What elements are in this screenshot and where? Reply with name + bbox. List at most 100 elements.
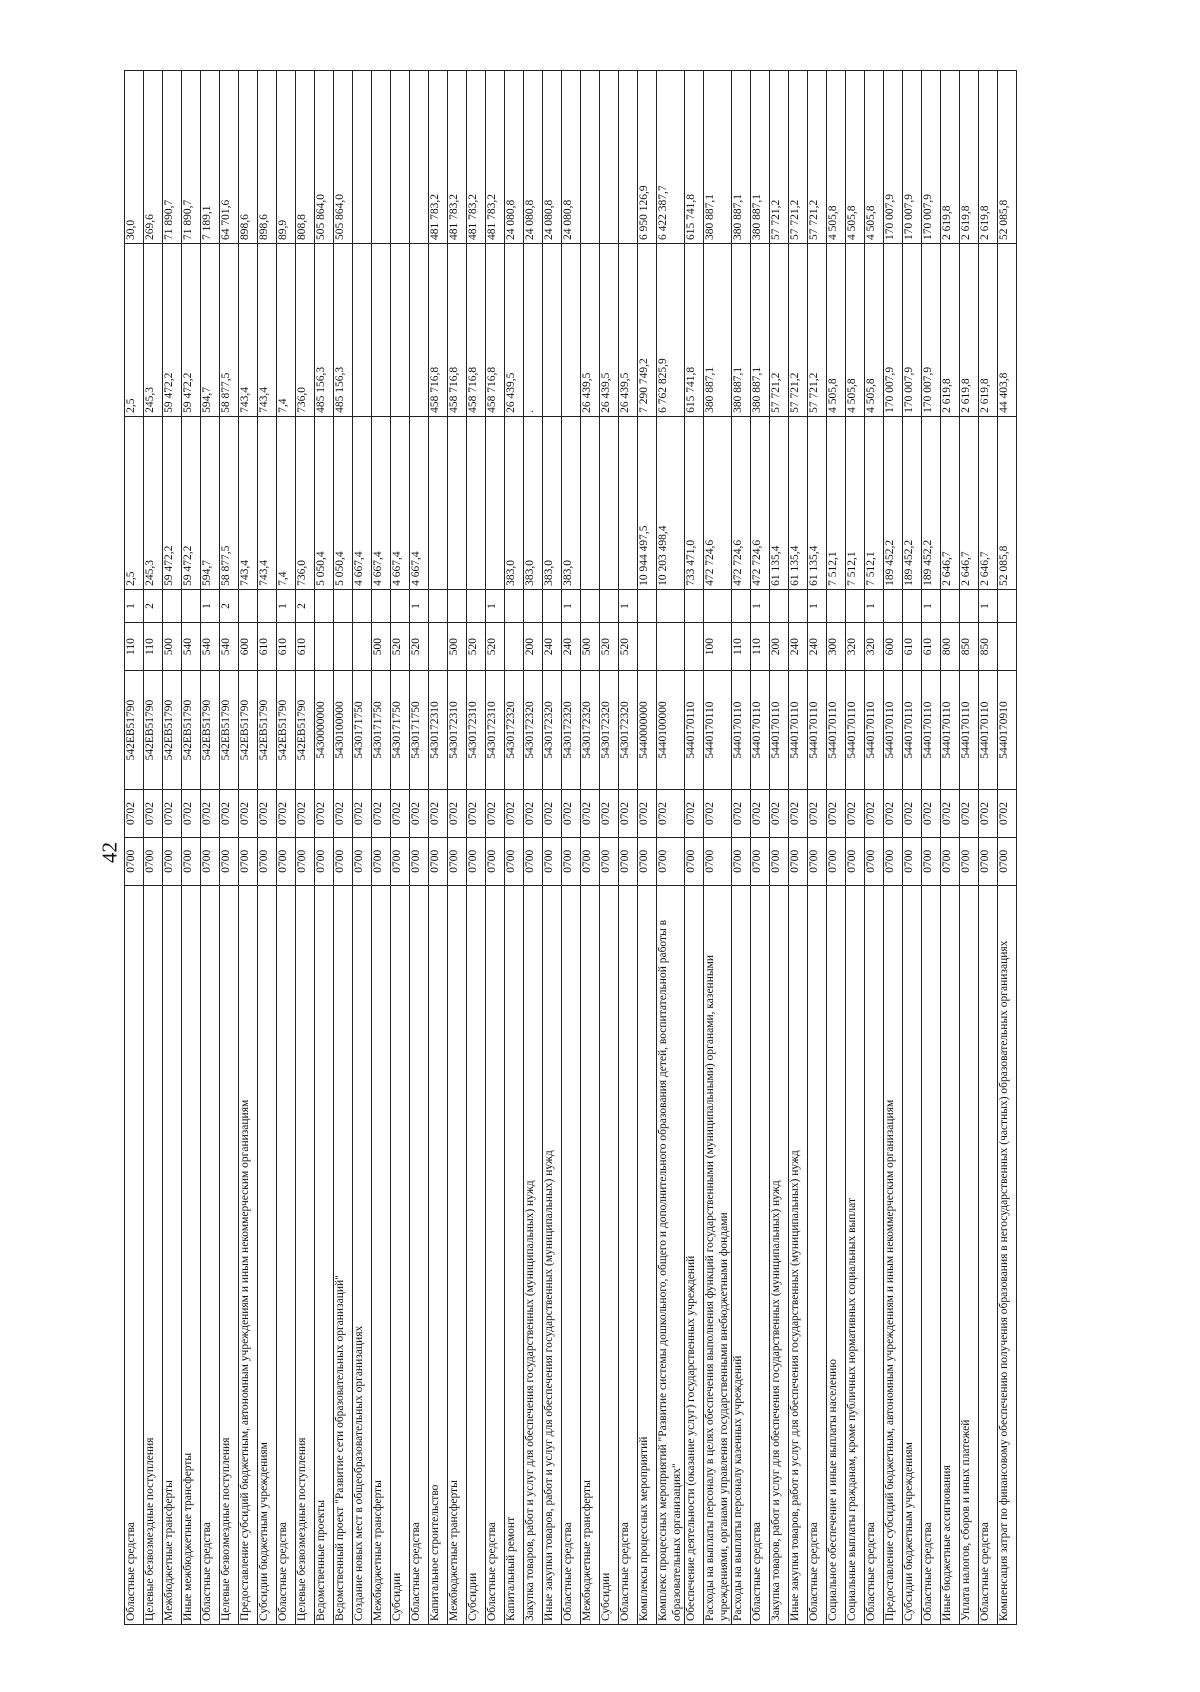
section-code-cell: 0700 <box>238 837 258 886</box>
table-row: Иные закупки товаров, работ и услуг для … <box>788 70 808 1625</box>
amount-year3-cell: 57 721,2 <box>807 70 827 244</box>
amount-year2-cell <box>561 243 581 417</box>
amount-year1-cell: 472 724,6 <box>750 416 770 590</box>
amount-year1-cell: 2 646,7 <box>959 416 979 590</box>
amount-year3-cell: 4 505,8 <box>864 70 884 244</box>
target-article-cell: 5440170910 <box>997 670 1017 790</box>
amount-year1-cell <box>599 416 619 590</box>
expense-type-cell: 240 <box>561 622 581 671</box>
expense-type-cell: 520 <box>390 622 410 671</box>
target-article-cell: 5440170110 <box>902 670 922 790</box>
amount-year1-cell: 383,0 <box>561 416 581 590</box>
target-article-cell: 542EB51790 <box>162 670 182 790</box>
amount-year1-cell: 4 667,4 <box>371 416 391 590</box>
target-article-cell: 5430172320 <box>618 670 638 790</box>
amount-year1-cell: 472 724,6 <box>703 416 732 590</box>
expense-type-cell <box>428 622 448 671</box>
section-code-cell: 0700 <box>883 837 903 886</box>
source-code-cell <box>826 589 846 623</box>
expense-type-cell: 100 <box>703 622 732 671</box>
subsection-code-cell: 0702 <box>788 789 808 838</box>
item-name-cell: Иные закупки товаров, работ и услуг для … <box>788 885 808 1625</box>
subsection-code-cell: 0702 <box>447 789 467 838</box>
subsection-code-cell: 0702 <box>826 789 846 838</box>
item-name-cell: Ведомственные проекты <box>314 885 334 1625</box>
section-code-cell: 0700 <box>181 837 201 886</box>
amount-year3-cell: 170 007,9 <box>883 70 903 244</box>
item-name-cell: Областные средства <box>561 885 581 1625</box>
expense-type-cell: 520 <box>485 622 505 671</box>
table-row: Создание новых мест в общеобразовательны… <box>352 70 372 1625</box>
amount-year2-cell: 4 505,8 <box>826 243 846 417</box>
source-code-cell <box>769 589 789 623</box>
expense-type-cell: 610 <box>295 622 315 671</box>
amount-year1-cell: 189 452,2 <box>921 416 941 590</box>
subsection-code-cell: 0702 <box>959 789 979 838</box>
amount-year1-cell: 2 646,7 <box>978 416 998 590</box>
target-article-cell: 5440170110 <box>959 670 979 790</box>
expense-type-cell: 520 <box>618 622 638 671</box>
amount-year2-cell: 26 439,5 <box>504 243 524 417</box>
amount-year3-cell: 505 864,0 <box>314 70 334 244</box>
amount-year1-cell <box>618 416 638 590</box>
item-name-cell: Областные средства <box>750 885 770 1625</box>
amount-year2-cell: 26 439,5 <box>599 243 619 417</box>
amount-year2-cell <box>371 243 391 417</box>
expense-type-cell <box>314 622 334 671</box>
section-code-cell: 0700 <box>618 837 638 886</box>
expense-type-cell: 520 <box>466 622 486 671</box>
subsection-code-cell: 0702 <box>618 789 638 838</box>
section-code-cell: 0700 <box>295 837 315 886</box>
amount-year1-cell <box>485 416 505 590</box>
expense-type-cell: 610 <box>257 622 277 671</box>
source-code-cell <box>390 589 410 623</box>
amount-year1-cell: 2 646,7 <box>940 416 960 590</box>
subsection-code-cell: 0702 <box>561 789 581 838</box>
section-code-cell: 0700 <box>826 837 846 886</box>
expense-type-cell: 240 <box>788 622 808 671</box>
source-code-cell: 1 <box>750 589 770 623</box>
amount-year3-cell: 64 701,6 <box>219 70 239 244</box>
source-code-cell: 1 <box>485 589 505 623</box>
section-code-cell: 0700 <box>997 837 1017 886</box>
amount-year1-cell: 743,4 <box>257 416 277 590</box>
target-article-cell: 5430172320 <box>599 670 619 790</box>
subsection-code-cell: 0702 <box>219 789 239 838</box>
item-name-cell: Областные средства <box>485 885 505 1625</box>
section-code-cell: 0700 <box>124 837 144 886</box>
source-code-cell <box>902 589 922 623</box>
section-code-cell: 0700 <box>921 837 941 886</box>
amount-year3-cell: 2 619,8 <box>959 70 979 244</box>
amount-year2-cell: 58 877,5 <box>219 243 239 417</box>
source-code-cell <box>731 589 751 623</box>
source-code-cell: 1 <box>807 589 827 623</box>
target-article-cell: 542EB51790 <box>124 670 144 790</box>
amount-year2-cell: 59 472,2 <box>162 243 182 417</box>
item-name-cell: Комплексы процессных мероприятий <box>637 885 657 1625</box>
target-article-cell: 5430171750 <box>371 670 391 790</box>
subsection-code-cell: 0702 <box>276 789 296 838</box>
expense-type-cell <box>656 622 685 671</box>
amount-year1-cell: 189 452,2 <box>902 416 922 590</box>
item-name-cell: Областные средства <box>807 885 827 1625</box>
source-code-cell: 2 <box>295 589 315 623</box>
item-name-cell: Капитальное строительство <box>428 885 448 1625</box>
expense-type-cell: 320 <box>845 622 865 671</box>
source-code-cell <box>703 589 732 623</box>
subsection-code-cell: 0702 <box>769 789 789 838</box>
amount-year2-cell: 380 887,1 <box>750 243 770 417</box>
table-row: Социальное обеспечение и иные выплаты на… <box>826 70 846 1625</box>
target-article-cell: 542EB51790 <box>181 670 201 790</box>
amount-year3-cell <box>352 70 372 244</box>
item-name-cell: Областные средства <box>200 885 220 1625</box>
section-code-cell: 0700 <box>409 837 429 886</box>
section-code-cell: 0700 <box>371 837 391 886</box>
target-article-cell: 5430172310 <box>428 670 448 790</box>
section-code-cell: 0700 <box>637 837 657 886</box>
expense-type-cell: 600 <box>883 622 903 671</box>
